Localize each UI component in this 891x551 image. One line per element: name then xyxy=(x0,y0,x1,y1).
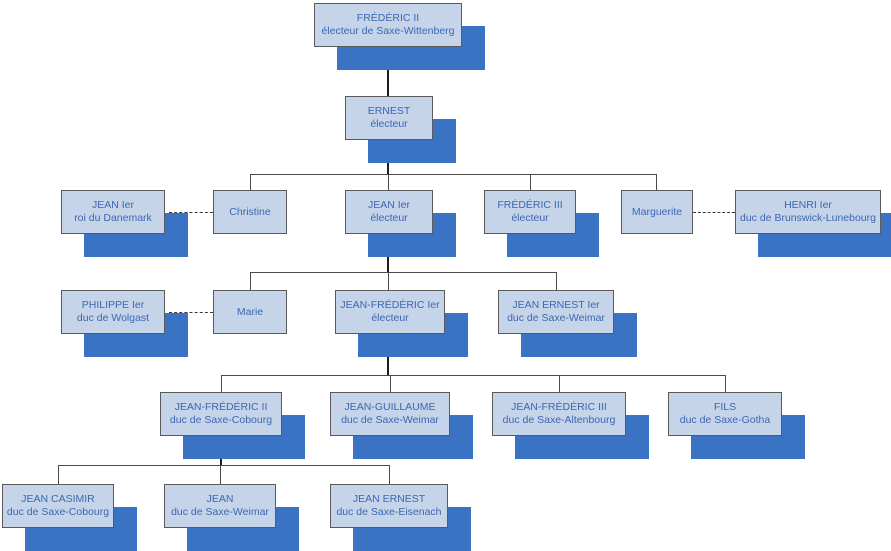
node-title: Marie xyxy=(236,305,264,318)
node-subtitle: électeur xyxy=(371,312,409,324)
connector-gen4-drop-fils xyxy=(725,375,726,392)
connector-gen2-bus xyxy=(250,174,656,175)
node-title: JEAN ERNEST Ier xyxy=(512,299,600,311)
node-subtitle: duc de Saxe-Weimar xyxy=(507,312,605,324)
connector-gen5-drop-jean xyxy=(220,465,221,484)
node-title: JEAN xyxy=(206,493,234,505)
node-subtitle: duc de Saxe-Cobourg xyxy=(169,414,273,426)
node-subtitle: duc de Saxe-Cobourg xyxy=(6,506,110,518)
connector-gen5-drop-casimir xyxy=(58,465,59,484)
connector-gen3-drop-marie xyxy=(250,272,251,290)
node-subtitle: électeur xyxy=(511,212,549,224)
node-title: JEAN-FRÉDÉRIC II xyxy=(174,401,268,413)
node-subtitle: duc de Brunswick-Lunebourg xyxy=(740,212,876,224)
node-title: JEAN-FRÉDÉRIC Ier xyxy=(340,299,440,311)
connector-gen2-drop-frederic xyxy=(530,174,531,190)
connector-gen4-drop-jg xyxy=(390,375,391,392)
node-christine[interactable]: Christine xyxy=(213,190,287,234)
connector-gen2-drop-jean xyxy=(388,174,389,190)
node-title: JEAN CASIMIR xyxy=(21,493,95,505)
connector-gen2-drop-marguerite xyxy=(656,174,657,190)
node-title: JEAN Ier xyxy=(367,199,410,211)
node-title: HENRI Ier xyxy=(784,199,832,211)
node-subtitle: électeur xyxy=(370,118,408,130)
node-title: JEAN ERNEST xyxy=(352,493,426,505)
node-subtitle: duc de Saxe-Weimar xyxy=(341,414,439,426)
connector-gen4-drop-jf3 xyxy=(559,375,560,392)
node-title: ERNEST xyxy=(367,105,411,117)
node-title: PHILIPPE Ier xyxy=(81,299,145,311)
marriage-link-jean-ier-christine xyxy=(169,212,213,213)
node-subtitle: duc de Saxe-Eisenach xyxy=(336,506,442,518)
node-subtitle: électeur de Saxe-Wittenberg xyxy=(321,25,455,37)
node-subtitle: électeur xyxy=(370,212,408,224)
connector-gen5-drop-ernest xyxy=(389,465,390,484)
connector-gen2-drop-christine xyxy=(250,174,251,190)
node-title: JEAN-FRÉDÉRIC III xyxy=(511,401,607,413)
node-subtitle: duc de Saxe-Weimar xyxy=(171,506,269,518)
connector-gen3-bus xyxy=(250,272,556,273)
node-subtitle: duc de Saxe-Altenbourg xyxy=(502,414,616,426)
connector-frederic-to-ernest xyxy=(387,47,389,96)
marriage-link-marguerite-henri xyxy=(693,212,735,213)
node-title: FRÉDÉRIC II xyxy=(356,12,420,24)
connector-gen5-bus xyxy=(58,465,389,466)
connector-gen4-bus xyxy=(221,375,725,376)
node-subtitle: roi du Danemark xyxy=(74,212,152,224)
node-title: JEAN Ier xyxy=(91,199,134,211)
node-title: Christine xyxy=(229,205,271,218)
connector-gen3-drop-jf1 xyxy=(388,272,389,290)
connector-gen3-drop-je1 xyxy=(556,272,557,290)
node-title: JEAN-GUILLAUME xyxy=(344,401,436,413)
node-marguerite[interactable]: Marguerite xyxy=(621,190,693,234)
connector-gen4-drop-jf2 xyxy=(221,375,222,392)
node-title: FRÉDÉRIC III xyxy=(497,199,563,211)
node-title: Marguerite xyxy=(631,205,683,218)
node-subtitle: duc de Saxe-Gotha xyxy=(679,414,771,426)
marriage-link-philippe-marie xyxy=(169,312,213,313)
node-title: FILS xyxy=(713,401,737,413)
node-marie[interactable]: Marie xyxy=(213,290,287,334)
node-subtitle: duc de Wolgast xyxy=(76,312,150,324)
